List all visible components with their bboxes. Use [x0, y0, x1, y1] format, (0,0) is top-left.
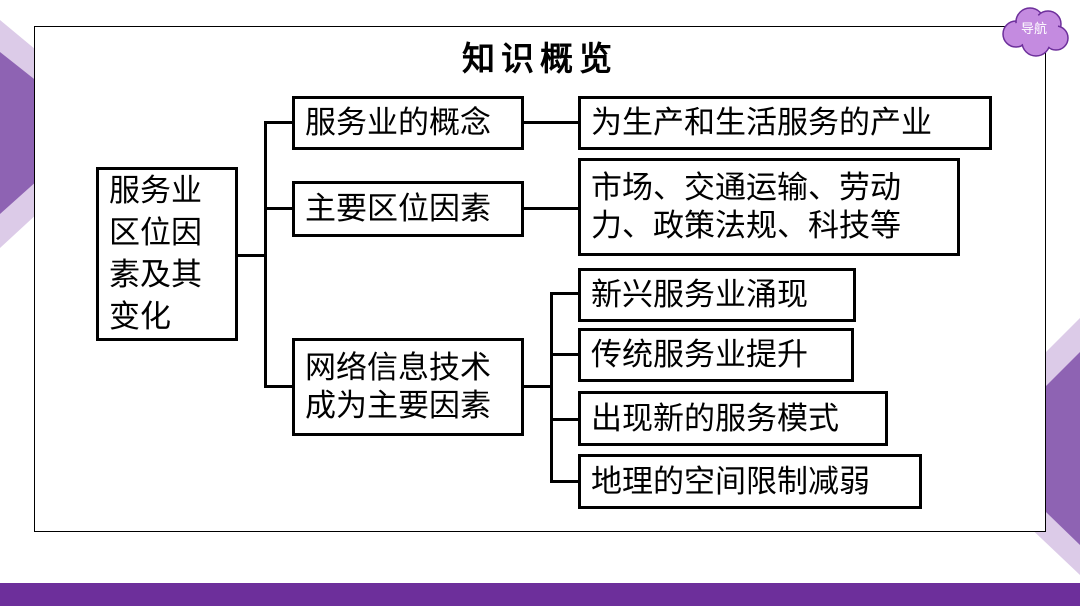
leaf-node-label: 传统服务业提升: [591, 337, 808, 373]
connector-spine-level2: [550, 292, 553, 482]
leaf-node-label: 市场、交通运输、劳动力、政策法规、科技等: [591, 170, 901, 244]
leaf-node-label: 地理的空间限制减弱: [591, 463, 870, 500]
leaf-node-label: 为生产和生活服务的产业: [591, 105, 932, 141]
branch-node-network-tech: 网络信息技术成为主要因素: [292, 338, 524, 436]
leaf-node-factors-list: 市场、交通运输、劳动力、政策法规、科技等: [578, 158, 960, 256]
connector-to-branch-1: [264, 121, 294, 124]
leaf-node-spatial-limits: 地理的空间限制减弱: [578, 454, 922, 509]
connector-to-leaf-3b: [550, 353, 580, 356]
bottom-accent-bar: [0, 583, 1080, 606]
branch-node-label: 网络信息技术成为主要因素: [305, 350, 491, 424]
leaf-node-new-modes: 出现新的服务模式: [578, 391, 888, 446]
cloud-icon: [1002, 7, 1069, 57]
connector-to-leaf-3a: [550, 292, 580, 295]
root-node-label: 服务业区位因素及其变化: [109, 173, 202, 335]
page-title: 知识概览: [462, 39, 618, 78]
connector-branch2-leaf: [522, 207, 580, 210]
connector-branch1-leaf: [522, 121, 580, 124]
branch-node-label: 服务业的概念: [305, 105, 491, 141]
leaf-node-label: 新兴服务业涌现: [591, 277, 808, 313]
nav-button[interactable]: 导航: [996, 4, 1072, 58]
branch-node-concept: 服务业的概念: [292, 96, 524, 150]
connector-root-trunk: [237, 254, 265, 257]
connector-to-leaf-3c: [550, 418, 580, 421]
branch-node-main-factors: 主要区位因素: [292, 181, 524, 237]
root-node: 服务业区位因素及其变化: [96, 167, 238, 341]
nav-label: 导航: [1020, 22, 1047, 37]
leaf-node-traditional-upgrade: 传统服务业提升: [578, 328, 854, 382]
branch-node-label: 主要区位因素: [305, 191, 491, 227]
connector-branch3-trunk: [522, 385, 552, 388]
connector-spine-level1: [264, 121, 267, 387]
connector-to-branch-2: [264, 207, 294, 210]
leaf-node-label: 出现新的服务模式: [591, 400, 839, 437]
connector-to-leaf-3d: [550, 480, 580, 483]
leaf-node-emerging-services: 新兴服务业涌现: [578, 268, 856, 322]
connector-to-branch-3: [264, 385, 294, 388]
leaf-node-definition: 为生产和生活服务的产业: [578, 96, 992, 150]
